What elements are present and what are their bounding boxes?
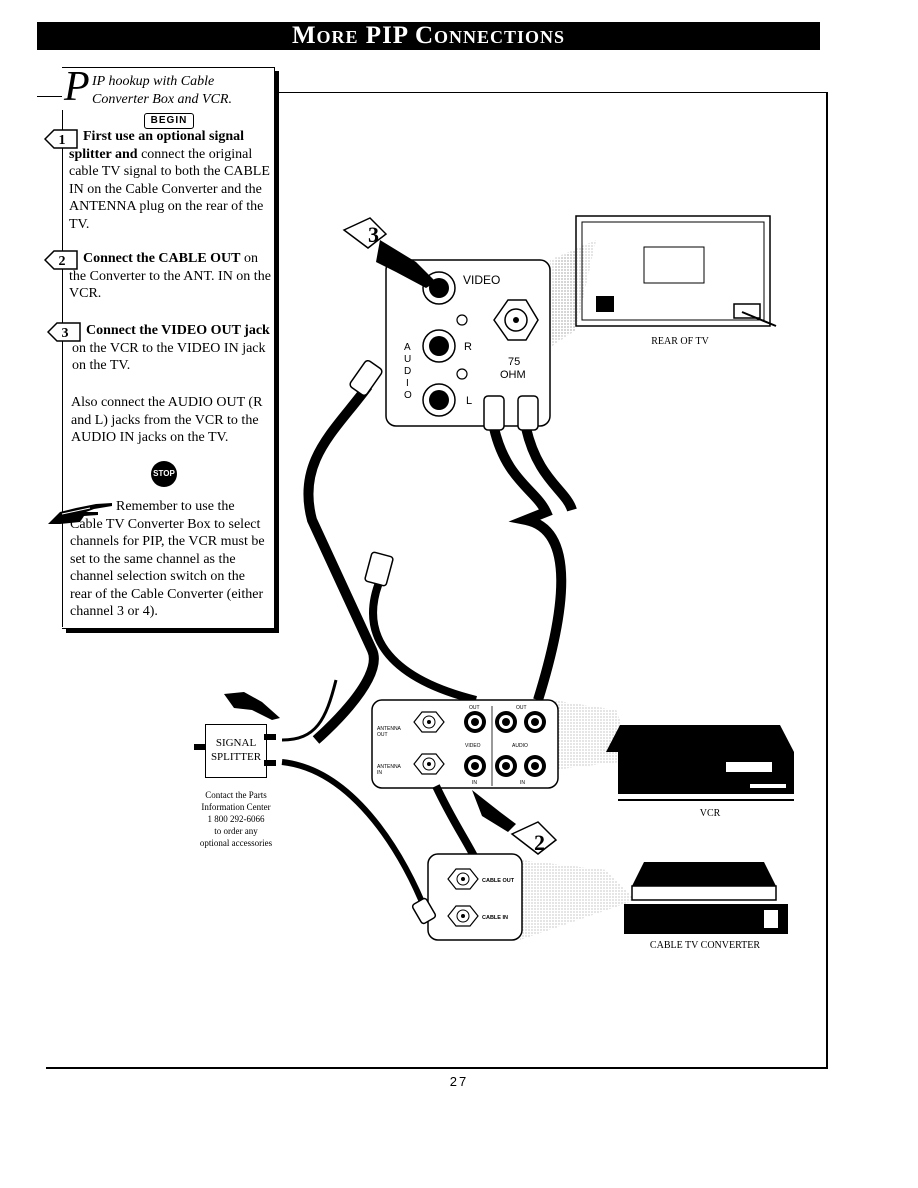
vcr-jack-panel xyxy=(371,699,636,789)
step1-arrow-icon: 1 xyxy=(44,129,78,149)
contact-line5: optional accessories xyxy=(199,838,273,848)
antenna-cable xyxy=(364,551,477,704)
callout-3-number: 3 xyxy=(368,222,379,247)
callout-1-hand-body-icon xyxy=(224,692,280,720)
vcr-in1-label: IN xyxy=(472,780,477,786)
cable-converter-label: CABLE TV CONVERTER xyxy=(649,940,761,951)
vcr-out2-label: OUT xyxy=(516,705,527,711)
tv-audio-letter-i: I xyxy=(406,378,409,389)
vcr-in2-label: IN xyxy=(520,780,525,786)
splitter-output-port-2 xyxy=(264,760,276,766)
begin-badge: BEGIN xyxy=(144,113,194,129)
contact-line1: Contact the Parts xyxy=(205,790,267,800)
tv-audio-letter-d: D xyxy=(404,366,411,377)
callout-3-hand-icon: 3 xyxy=(342,217,436,288)
contact-line3: 1 800 292-6066 xyxy=(207,814,265,824)
callout-2-hand-icon: 2 xyxy=(472,790,558,855)
step1-rest: connect the original cable TV signal to … xyxy=(69,146,270,232)
remember-note: Remember to use the Cable TV Converter B… xyxy=(70,499,265,619)
vcr-label: VCR xyxy=(699,808,721,819)
vcr-out1-label: OUT xyxy=(469,705,480,711)
cable-converter-illustration xyxy=(624,862,788,934)
contact-line4: to order any xyxy=(214,826,258,836)
step2-bold: Connect the CABLE OUT xyxy=(83,251,241,266)
step1-bold: First use an optional signal splitter an… xyxy=(69,129,245,162)
step2-rest: on the Converter to the ANT. IN on the V… xyxy=(69,251,271,301)
splitter-input-port xyxy=(194,744,206,750)
step3-number: 3 xyxy=(62,326,69,341)
instruction-box xyxy=(62,67,275,629)
tv-75-label: 75 xyxy=(508,356,520,368)
connection-diagram: VIDEO R L 75 OHM A U D I O 3 1 xyxy=(281,215,794,941)
step3-bold: Connect the VIDEO OUT jack xyxy=(86,323,270,338)
splitter-cable-bottom xyxy=(281,759,429,914)
also-connect-text: Also connect the AUDIO OUT (R and L) jac… xyxy=(71,395,263,445)
page-title-bar: More PIP Connections xyxy=(37,22,820,50)
vcr-video-label: VIDEO xyxy=(465,743,481,749)
step3-arrow-icon: 3 xyxy=(47,322,81,342)
step2-number: 2 xyxy=(59,254,66,269)
converter-to-vcr-cable xyxy=(432,784,480,862)
tv-audio-letter-o: O xyxy=(404,390,412,401)
instruction-box-left-rule xyxy=(62,110,63,627)
frame-top-line xyxy=(276,92,828,93)
tv-audio-letter-a: A xyxy=(404,342,411,353)
frame-right-line xyxy=(826,92,828,1068)
tv-jack-panel xyxy=(385,240,596,427)
frame-tick xyxy=(37,96,64,97)
converter-cable-in-label: CABLE IN xyxy=(482,915,508,921)
step3-text: Connect the VIDEO OUT jack on the VCR to… xyxy=(72,322,277,375)
contact-line2: Information Center xyxy=(201,802,271,812)
hookup-line1: IP hookup with Cable xyxy=(92,74,215,89)
step1-number: 1 xyxy=(59,133,66,148)
tv-l-label: L xyxy=(466,395,472,407)
signal-splitter-label: SIGNAL SPLITTER xyxy=(210,737,262,763)
rear-of-tv-label: REAR OF TV xyxy=(651,336,709,347)
tv-audio-letter-u: U xyxy=(404,354,411,365)
video-cable xyxy=(303,359,383,744)
signal-splitter-box xyxy=(205,724,267,778)
splitter-cable-top xyxy=(281,679,338,742)
tv-video-label: VIDEO xyxy=(463,273,500,287)
stop-icon: STOP xyxy=(151,461,177,487)
callout-2-number: 2 xyxy=(534,830,545,855)
vcr-audio-label: AUDIO xyxy=(512,743,528,749)
tv-r-label: R xyxy=(464,341,472,353)
drop-cap: P xyxy=(64,64,90,110)
hookup-heading: IP hookup with Cable Converter Box and V… xyxy=(92,73,262,109)
step3-rest: on the VCR to the VIDEO IN jack on the T… xyxy=(72,340,266,374)
page-title: More PIP Connections xyxy=(291,22,566,49)
tv-ohm-label: OHM xyxy=(500,369,526,381)
pointing-hand-icon xyxy=(48,503,112,524)
hookup-line2: Converter Box and VCR. xyxy=(92,92,232,107)
frame-bottom-line xyxy=(46,1067,828,1069)
step2-text: Connect the CABLE OUT on the Converter t… xyxy=(69,250,274,303)
step2-arrow-icon: 2 xyxy=(44,250,78,270)
step1-text: First use an optional signal splitter an… xyxy=(69,128,274,233)
audio-cables xyxy=(483,395,577,702)
converter-cable-out-label: CABLE OUT xyxy=(482,878,515,884)
converter-jack-panel xyxy=(411,853,636,941)
contact-info: Contact the Parts Information Center 1 8… xyxy=(186,789,286,849)
vcr-illustration xyxy=(606,725,794,801)
splitter-output-port-1 xyxy=(264,734,276,740)
page-number: 27 xyxy=(449,1074,469,1089)
